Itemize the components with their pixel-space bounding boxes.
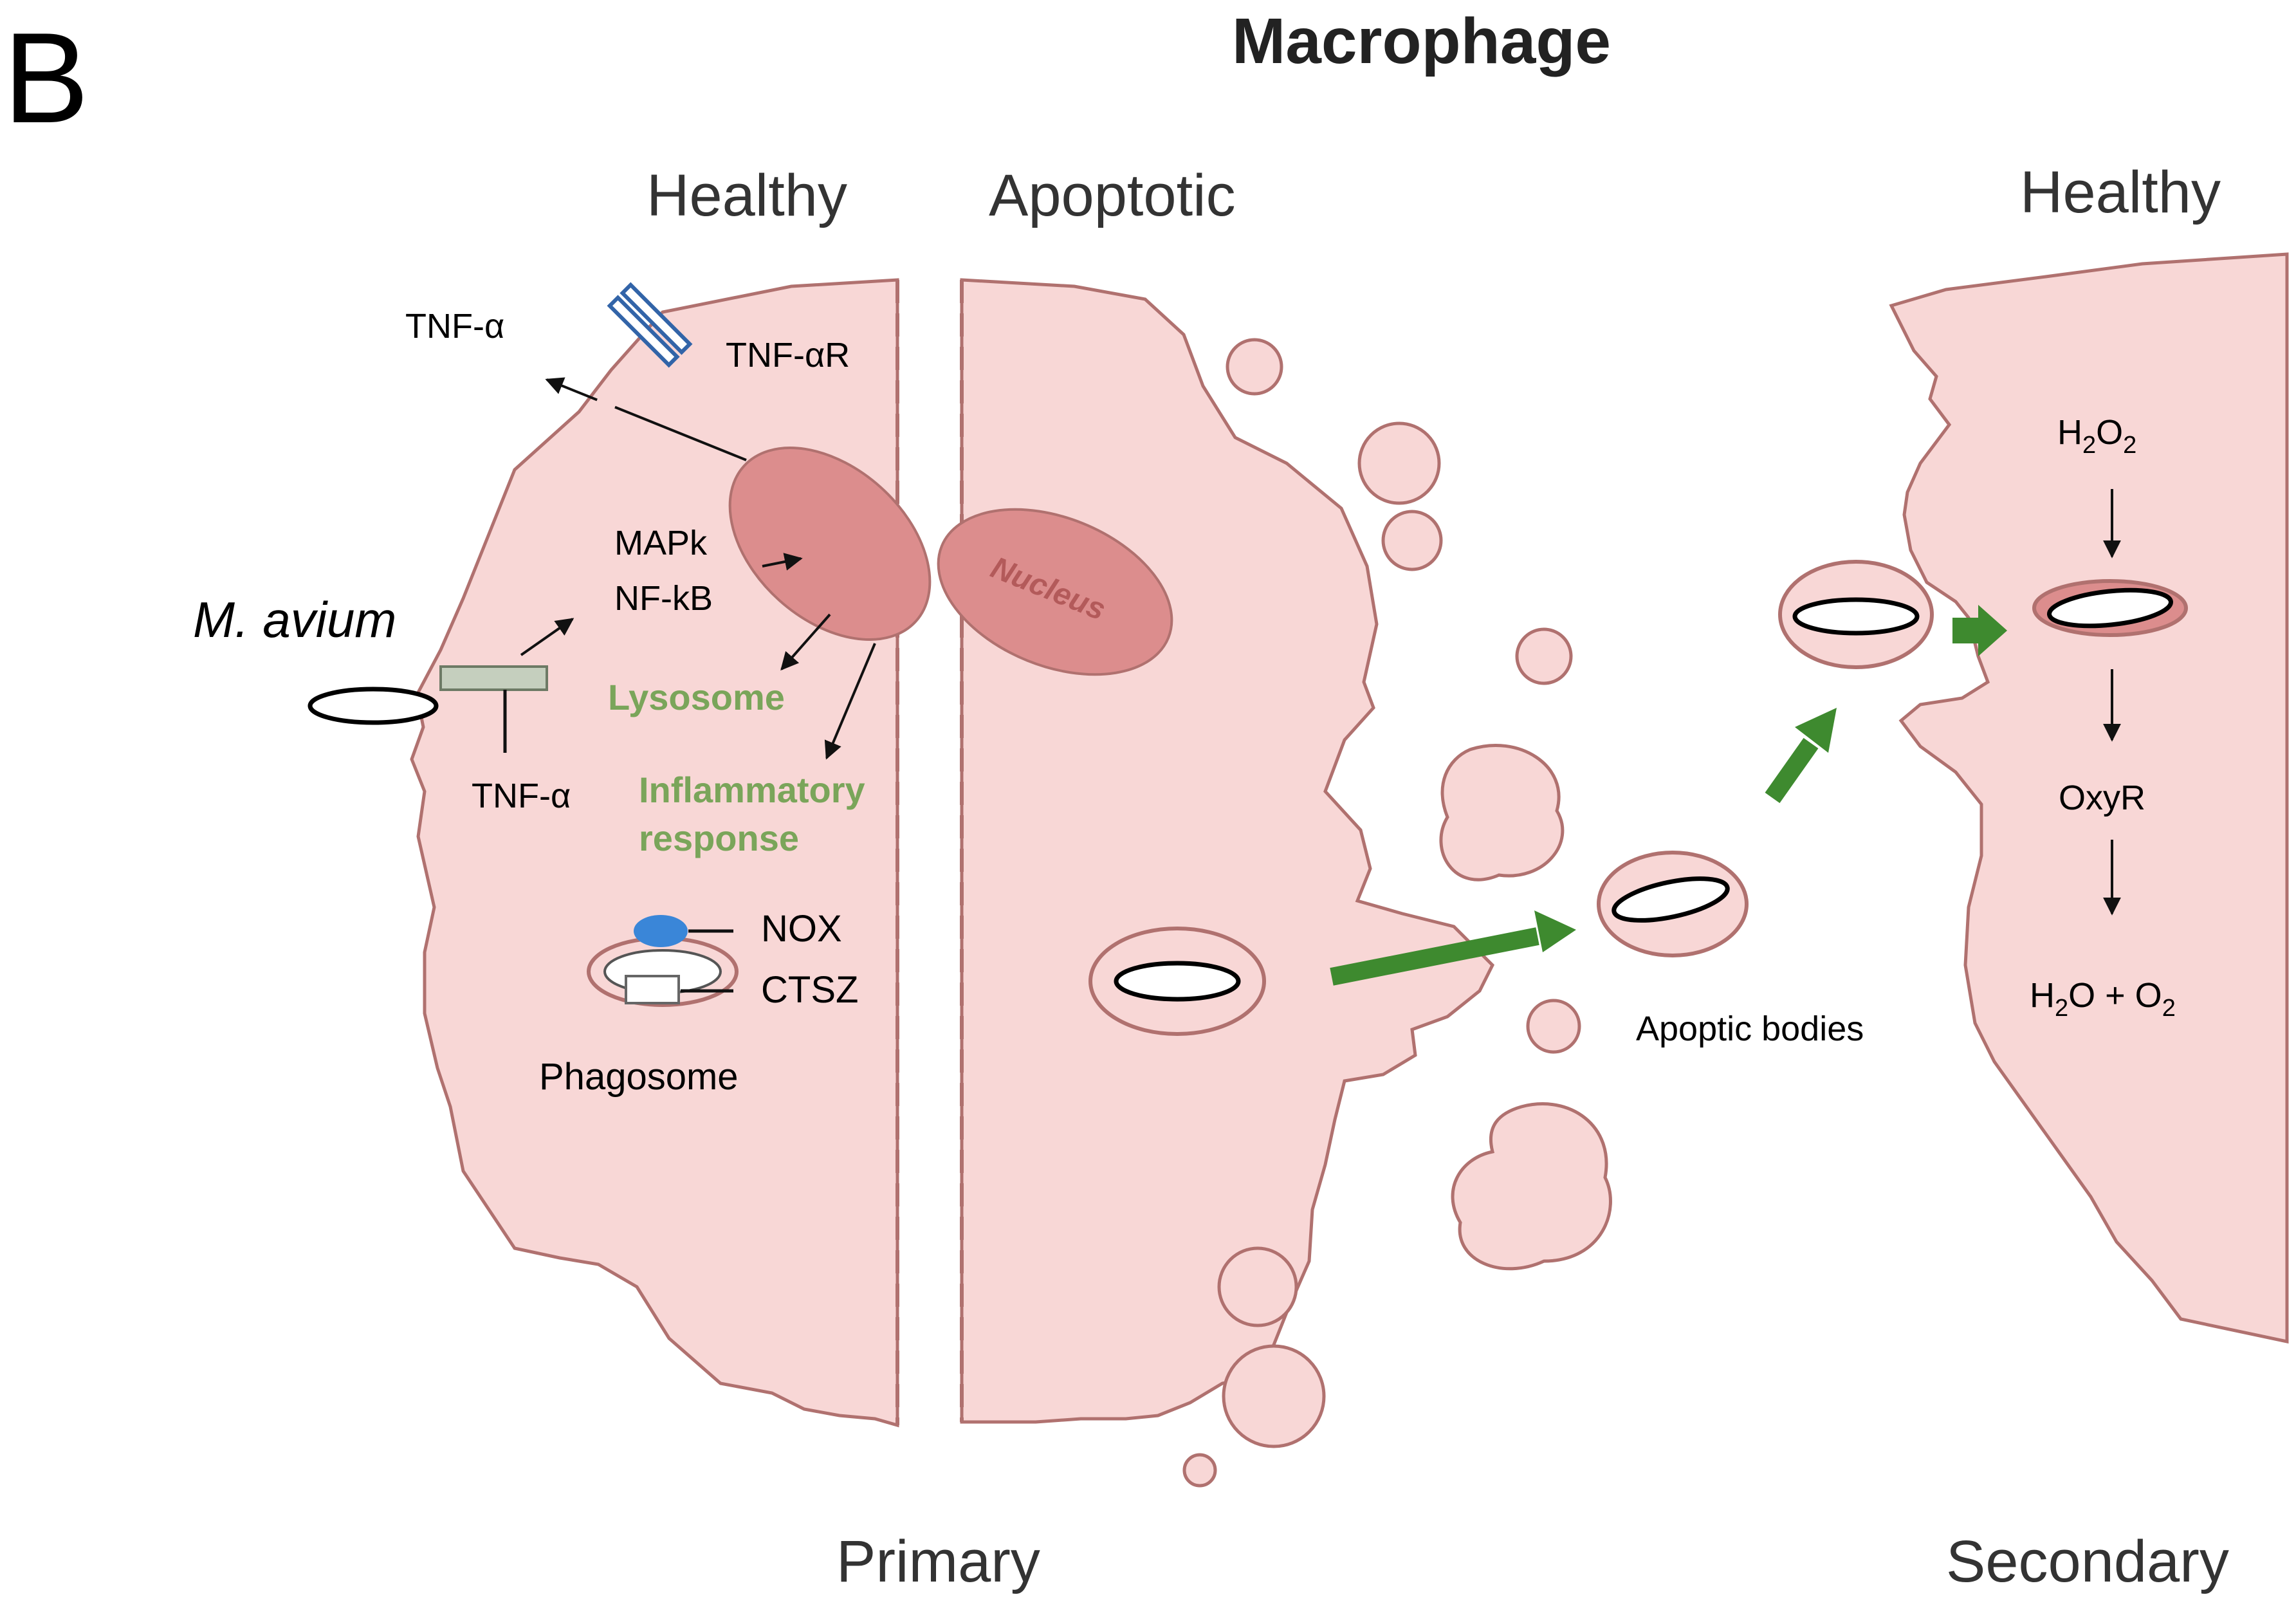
bleb — [1381, 510, 1443, 571]
arrow-to-nucleus — [762, 553, 803, 571]
healthy-cell-right — [1889, 252, 2289, 1344]
tnf-alpha-receptor-icon — [607, 282, 693, 368]
label-h2o2: H2O2 — [2057, 413, 2136, 459]
bacterium-right-icon — [2046, 587, 2174, 629]
h2o-c: O + O — [2068, 976, 2162, 1015]
label-mapk: MAPk — [614, 524, 708, 562]
label-lysosome: Lysosome — [608, 677, 785, 717]
arrow-to-inflammatory — [824, 643, 876, 760]
h2o-b: 2 — [2055, 995, 2068, 1022]
header-right-healthy: Healthy — [2020, 160, 2221, 225]
nucleus-apoptotic — [937, 508, 1173, 676]
arrow-tnf-secretion — [545, 377, 747, 461]
bleb — [1515, 627, 1573, 685]
label-tnf-alpha-secreted: TNF-α — [405, 307, 504, 346]
label-ctsz: CTSZ — [761, 969, 858, 1011]
membrane-tnf-protein — [439, 665, 548, 691]
bacterium-engulfing-icon — [1792, 597, 1920, 636]
green-arrow-into-cell — [1952, 605, 2007, 656]
nox-icon — [634, 915, 688, 947]
h2o2-b: 2 — [2082, 432, 2096, 459]
h2o2-d: 2 — [2123, 432, 2136, 459]
m-avium-bacterium-icon — [308, 687, 439, 725]
label-inflammatory-1: Inflammatory — [639, 770, 865, 810]
nucleus-left — [728, 447, 932, 641]
bleb — [1226, 338, 1283, 396]
label-m-avium: M. avium — [193, 591, 396, 648]
footer-primary: Primary — [836, 1529, 1040, 1594]
label-nox: NOX — [761, 908, 842, 950]
bleb — [1526, 999, 1581, 1054]
diagram-title: Macrophage — [1232, 5, 1611, 77]
h2o-d: 2 — [2162, 995, 2176, 1022]
label-tnf-alpha-receptor: TNF-αR — [726, 336, 850, 374]
green-arrowhead-up — [1795, 708, 1837, 753]
bacterium-apoptotic-icon — [1114, 961, 1241, 1002]
bleb — [1222, 1344, 1326, 1448]
arrow-signal-up — [520, 618, 574, 656]
bleb — [1357, 421, 1441, 505]
label-tnf-alpha-membrane: TNF-α — [472, 777, 571, 815]
h2o2-a: H — [2057, 413, 2082, 452]
bacterium-in-body-icon — [1612, 876, 1730, 923]
bleb — [1451, 1102, 1612, 1271]
h2o2-c: O — [2096, 413, 2123, 452]
ctsz-icon — [625, 975, 680, 1004]
bleb — [1182, 1453, 1217, 1488]
bleb — [1439, 743, 1565, 881]
footer-secondary: Secondary — [1946, 1529, 2229, 1594]
h2o-a: H — [2030, 976, 2055, 1015]
arrow-to-lysosome — [780, 613, 831, 671]
panel-letter: B — [3, 6, 89, 150]
bleb — [1217, 1246, 1298, 1327]
green-arrowhead-to-body — [1534, 910, 1576, 952]
label-h2o-o2: H2O + O2 — [2030, 976, 2176, 1022]
label-nfkb: NF-kB — [614, 579, 713, 618]
label-apoptic-bodies: Apoptic bodies — [1636, 1010, 1864, 1048]
green-arrow-to-body — [1330, 927, 1539, 986]
label-inflammatory-2: response — [639, 818, 799, 858]
green-arrow-up — [1765, 737, 1819, 804]
label-oxyr: OxyR — [2059, 779, 2145, 817]
label-phagosome: Phagosome — [539, 1056, 739, 1098]
header-apoptotic: Apoptotic — [989, 163, 1236, 228]
header-left-healthy: Healthy — [647, 163, 847, 228]
